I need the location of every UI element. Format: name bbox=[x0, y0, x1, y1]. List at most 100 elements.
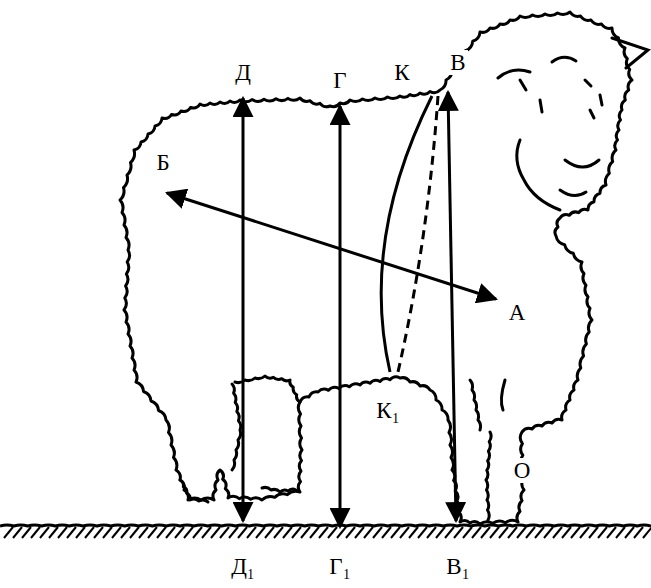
ground-hatch bbox=[220, 527, 229, 538]
cheek bbox=[517, 140, 560, 210]
ground-hatch bbox=[400, 527, 409, 538]
ground-hatch bbox=[598, 527, 607, 538]
ground-hatch bbox=[121, 527, 130, 538]
point-label: В₁ bbox=[444, 554, 471, 579]
ground-hatch bbox=[436, 527, 445, 538]
point-label: В bbox=[448, 50, 467, 75]
point-label: А bbox=[507, 300, 528, 325]
ground-hatch bbox=[643, 527, 651, 538]
ground-hatch bbox=[544, 527, 553, 538]
ground-hatch bbox=[463, 527, 472, 538]
sheep-outline bbox=[120, 12, 632, 524]
ground-hatch bbox=[247, 527, 256, 538]
leg-outline bbox=[470, 380, 481, 430]
eye-mark bbox=[498, 70, 530, 78]
ground-hatch bbox=[310, 527, 319, 538]
ground-hatch bbox=[211, 527, 220, 538]
nose bbox=[565, 160, 599, 167]
ground-hatch bbox=[445, 527, 454, 538]
ground-hatch bbox=[265, 527, 274, 538]
ground-hatch bbox=[517, 527, 526, 538]
ground-hatch bbox=[571, 527, 580, 538]
height-line bbox=[242, 98, 245, 521]
ground bbox=[0, 525, 651, 538]
ground-hatch bbox=[292, 527, 301, 538]
ground-hatch bbox=[607, 527, 616, 538]
ground-hatch bbox=[328, 527, 337, 538]
point-label: К₁ bbox=[374, 398, 401, 423]
ground-hatch bbox=[301, 527, 310, 538]
point-label: К bbox=[392, 60, 411, 85]
ground-hatch bbox=[229, 527, 238, 538]
ground-hatch bbox=[193, 527, 202, 538]
ear bbox=[612, 38, 648, 68]
ground-hatch bbox=[364, 527, 373, 538]
ground-hatch bbox=[85, 527, 94, 538]
ground-hatch bbox=[472, 527, 481, 538]
ground-hatch bbox=[616, 527, 625, 538]
point-label: Г bbox=[331, 68, 348, 93]
ground-hatch bbox=[58, 527, 67, 538]
ground-hatch bbox=[355, 527, 364, 538]
ground-hatch bbox=[112, 527, 121, 538]
ground-hatch bbox=[634, 527, 643, 538]
point-label: Д bbox=[233, 60, 253, 85]
ground-hatch bbox=[103, 527, 112, 538]
ground-hatch bbox=[418, 527, 427, 538]
ground-hatch bbox=[166, 527, 175, 538]
ground-hatch bbox=[481, 527, 490, 538]
ground-hatch bbox=[346, 527, 355, 538]
ground-line bbox=[0, 525, 651, 526]
leg-outline bbox=[180, 480, 208, 502]
ground-hatch bbox=[175, 527, 184, 538]
ground-hatch bbox=[373, 527, 382, 538]
ground-hatch bbox=[148, 527, 157, 538]
wool-texture bbox=[520, 80, 602, 118]
ground-hatch bbox=[22, 527, 31, 538]
ground-hatch bbox=[13, 527, 22, 538]
ground-hatch bbox=[535, 527, 544, 538]
ground-hatch bbox=[67, 527, 76, 538]
leg-outline bbox=[486, 432, 491, 520]
length-line bbox=[167, 193, 496, 299]
ground-hatch bbox=[31, 527, 40, 538]
girth-line-back bbox=[398, 96, 438, 372]
ground-hatch bbox=[319, 527, 328, 538]
point-label: Б bbox=[154, 150, 171, 175]
ground-hatch bbox=[625, 527, 634, 538]
ground-hatch bbox=[391, 527, 400, 538]
ground-hatch bbox=[427, 527, 436, 538]
ground-hatch bbox=[4, 527, 13, 538]
ground-hatch bbox=[526, 527, 535, 538]
leg-outline bbox=[235, 376, 300, 402]
point-label: Д₁ bbox=[229, 554, 257, 579]
ground-hatch bbox=[409, 527, 418, 538]
point-label: О bbox=[512, 458, 533, 483]
ground-hatch bbox=[553, 527, 562, 538]
leg-line bbox=[501, 380, 505, 410]
ground-hatch bbox=[562, 527, 571, 538]
ground-hatch bbox=[157, 527, 166, 538]
ground-hatch bbox=[256, 527, 265, 538]
leg-outline bbox=[232, 384, 241, 470]
height-line bbox=[339, 106, 342, 527]
ground-hatch bbox=[589, 527, 598, 538]
ground-hatch bbox=[40, 527, 49, 538]
sheep-details bbox=[498, 38, 648, 410]
ground-hatch bbox=[283, 527, 292, 538]
ground-hatch bbox=[508, 527, 517, 538]
leg-outline bbox=[262, 487, 296, 492]
ground-hatch bbox=[130, 527, 139, 538]
ground-hatch bbox=[499, 527, 508, 538]
ground-hatch bbox=[454, 527, 463, 538]
ground-hatch bbox=[490, 527, 499, 538]
height-line bbox=[448, 92, 456, 521]
ground-hatch bbox=[202, 527, 211, 538]
ground-hatch bbox=[580, 527, 589, 538]
ground-hatch bbox=[184, 527, 193, 538]
point-label: Г₁ bbox=[327, 554, 352, 579]
ground-hatch bbox=[382, 527, 391, 538]
ground-hatch bbox=[274, 527, 283, 538]
